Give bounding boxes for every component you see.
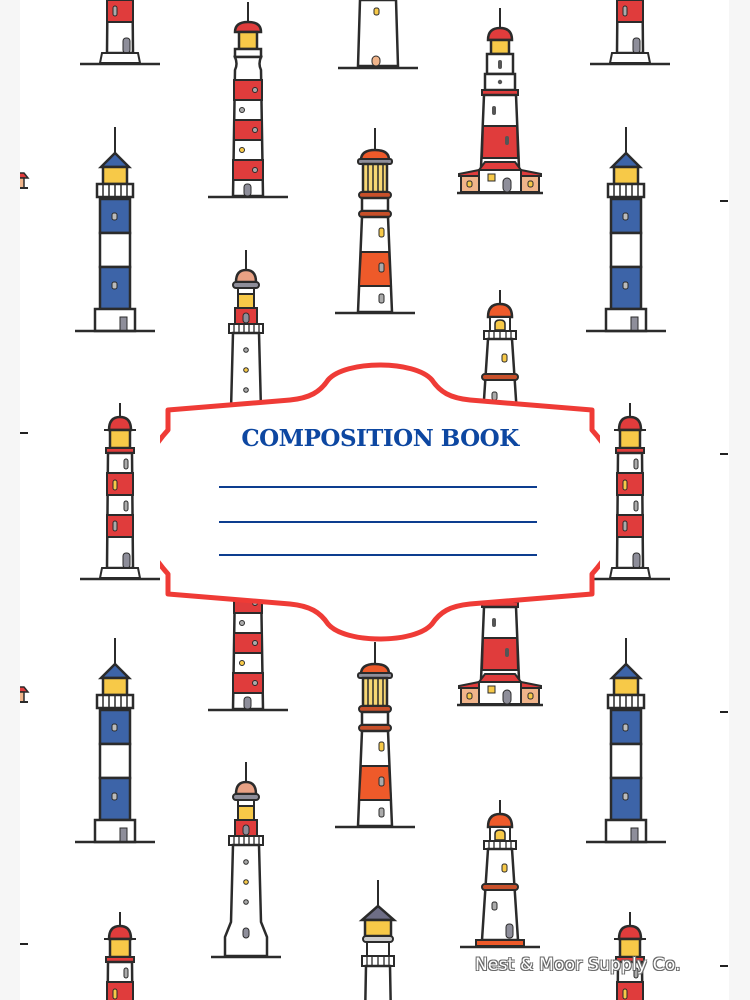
edge-tick <box>20 943 28 945</box>
hut-icon <box>20 684 30 704</box>
lighthouse-icon <box>211 762 281 962</box>
lighthouse-icon <box>348 880 408 1000</box>
hut-icon <box>20 170 30 190</box>
lighthouse-icon <box>80 0 160 68</box>
brand-watermark: Nest & Moor Supply Co. <box>475 955 681 975</box>
title-label-frame <box>160 362 600 642</box>
edge-tick <box>720 200 728 202</box>
edge-tick <box>720 965 728 967</box>
lighthouse-icon <box>75 127 155 337</box>
writing-line-1[interactable] <box>219 486 537 488</box>
lighthouse-icon <box>335 642 415 832</box>
edge-tick <box>720 711 728 713</box>
lighthouse-icon <box>75 638 155 848</box>
writing-line-2[interactable] <box>219 521 537 523</box>
writing-line-3[interactable] <box>219 554 537 556</box>
edge-tick <box>20 432 28 434</box>
lighthouse-icon <box>208 2 288 202</box>
lighthouse-icon <box>590 0 670 68</box>
lighthouse-icon <box>335 128 415 318</box>
lighthouse-icon <box>455 8 545 198</box>
lighthouse-icon <box>586 638 666 848</box>
lighthouse-icon <box>80 912 160 1000</box>
edge-tick <box>720 453 728 455</box>
cover-title: COMPOSITION BOOK <box>241 425 519 452</box>
lighthouse-icon <box>460 800 540 950</box>
lighthouse-icon <box>586 127 666 337</box>
lighthouse-icon <box>338 0 418 70</box>
